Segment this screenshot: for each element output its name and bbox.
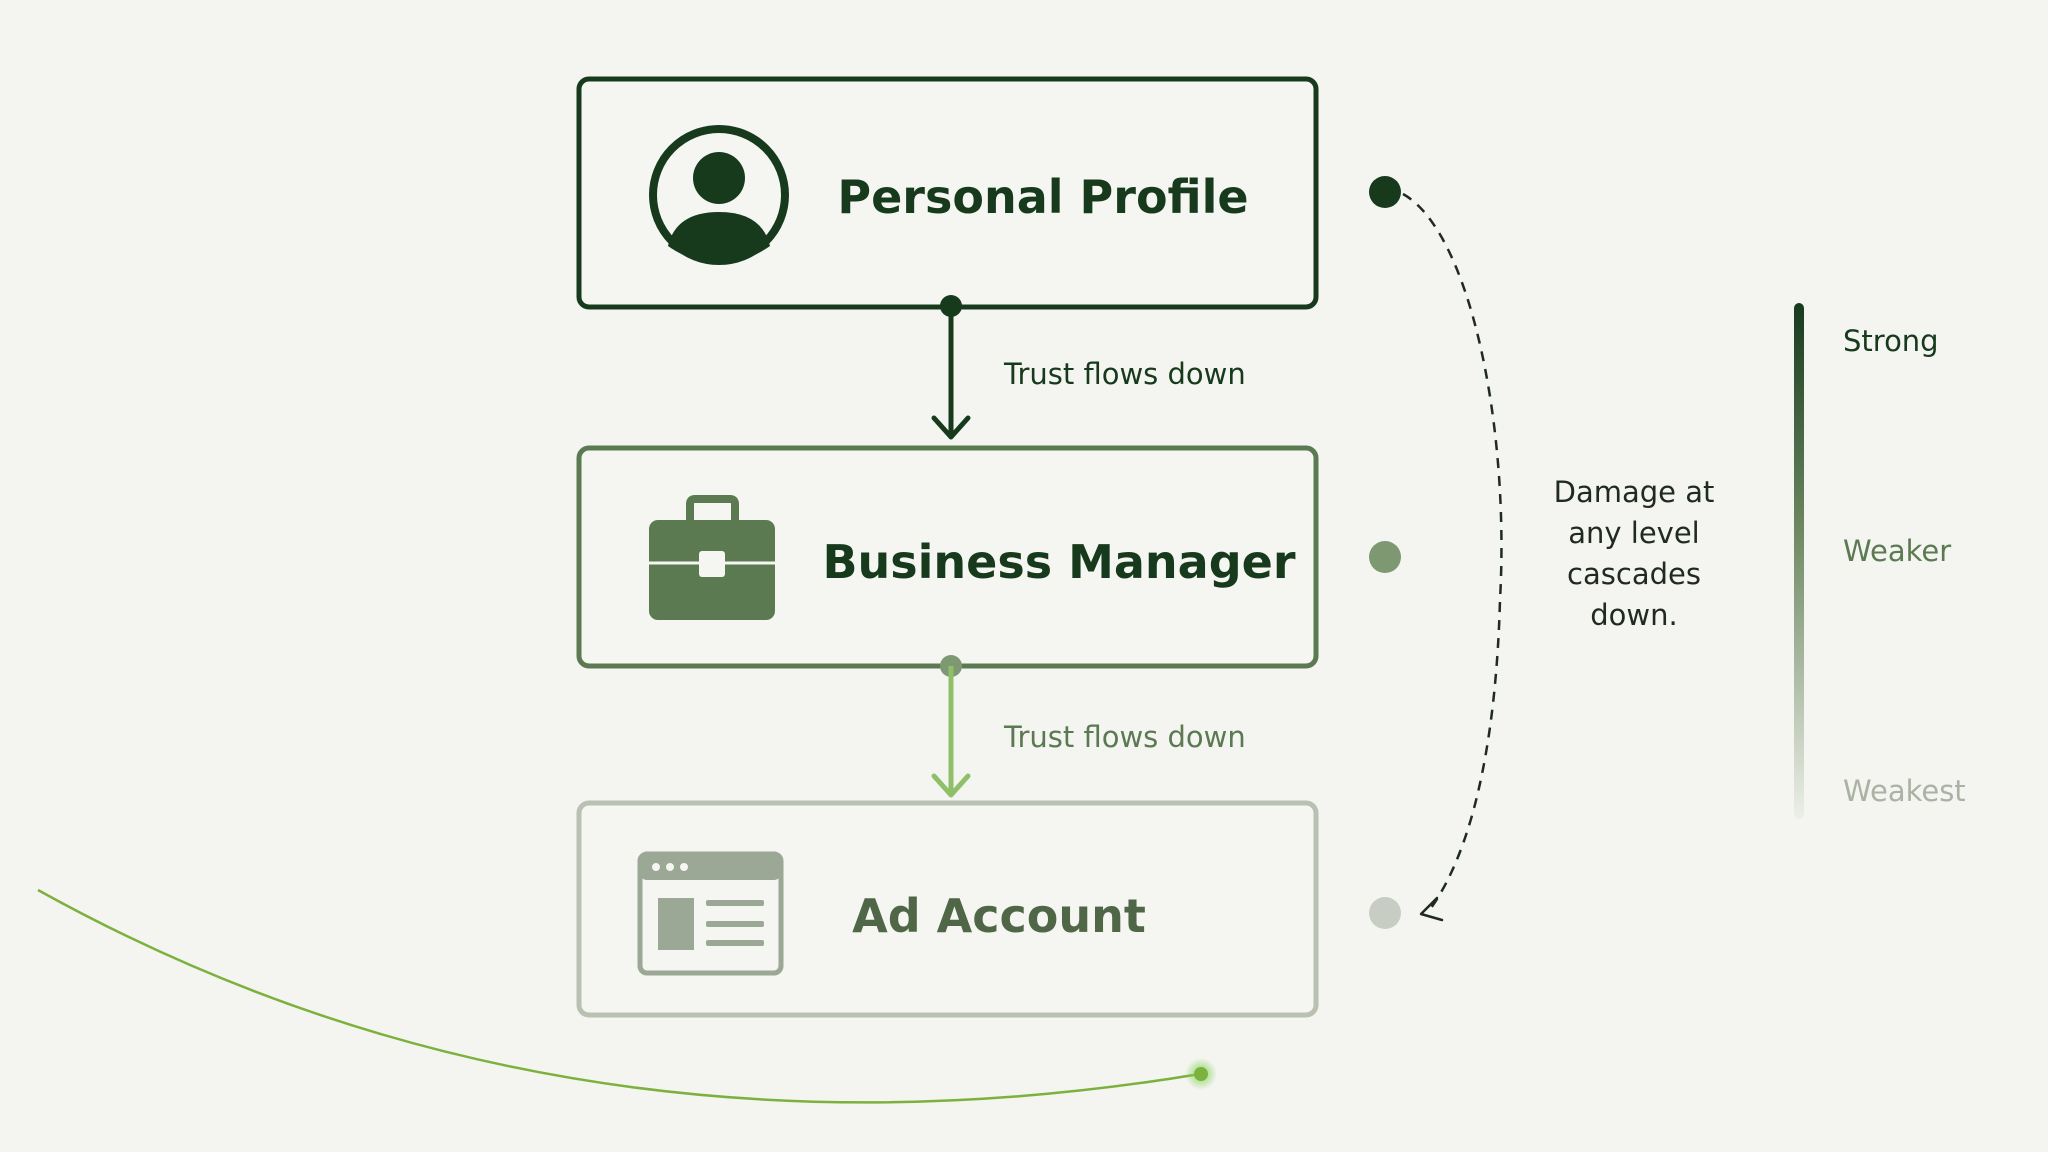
flow-2-arrowhead — [931, 773, 971, 798]
strength-scale-bar — [1794, 303, 1804, 819]
note-line-2: any level — [1568, 516, 1700, 550]
cascade-arrow — [1402, 192, 1503, 913]
level-dot-business — [1369, 541, 1401, 573]
level-dot-ad-account — [1369, 897, 1401, 929]
level-dot-profile — [1369, 176, 1401, 208]
flow-1-arrowhead — [931, 415, 971, 440]
business-manager-label: Business Manager — [822, 535, 1295, 589]
user-icon — [649, 125, 789, 265]
briefcase-icon — [649, 495, 775, 620]
swoosh-end-dot — [1194, 1067, 1208, 1081]
decorative-swoosh — [37, 888, 1201, 1104]
note-line-3: cascades — [1567, 557, 1701, 591]
scale-label-weakest: Weakest — [1843, 774, 1966, 808]
note-line-4: down. — [1590, 598, 1677, 632]
flow-2-label: Trust flows down — [1003, 720, 1246, 754]
scale-label-strong: Strong — [1843, 324, 1939, 358]
note-line-1: Damage at — [1554, 475, 1715, 509]
ad-account-label: Ad Account — [852, 889, 1146, 943]
scale-label-weaker: Weaker — [1843, 534, 1951, 568]
browser-window-icon — [637, 851, 784, 976]
flow-1-label: Trust flows down — [1003, 357, 1246, 391]
cascade-arrowhead — [1419, 896, 1444, 922]
personal-profile-label: Personal Profile — [837, 170, 1248, 224]
cascade-note: Damage at any level cascades down. — [1554, 475, 1715, 632]
